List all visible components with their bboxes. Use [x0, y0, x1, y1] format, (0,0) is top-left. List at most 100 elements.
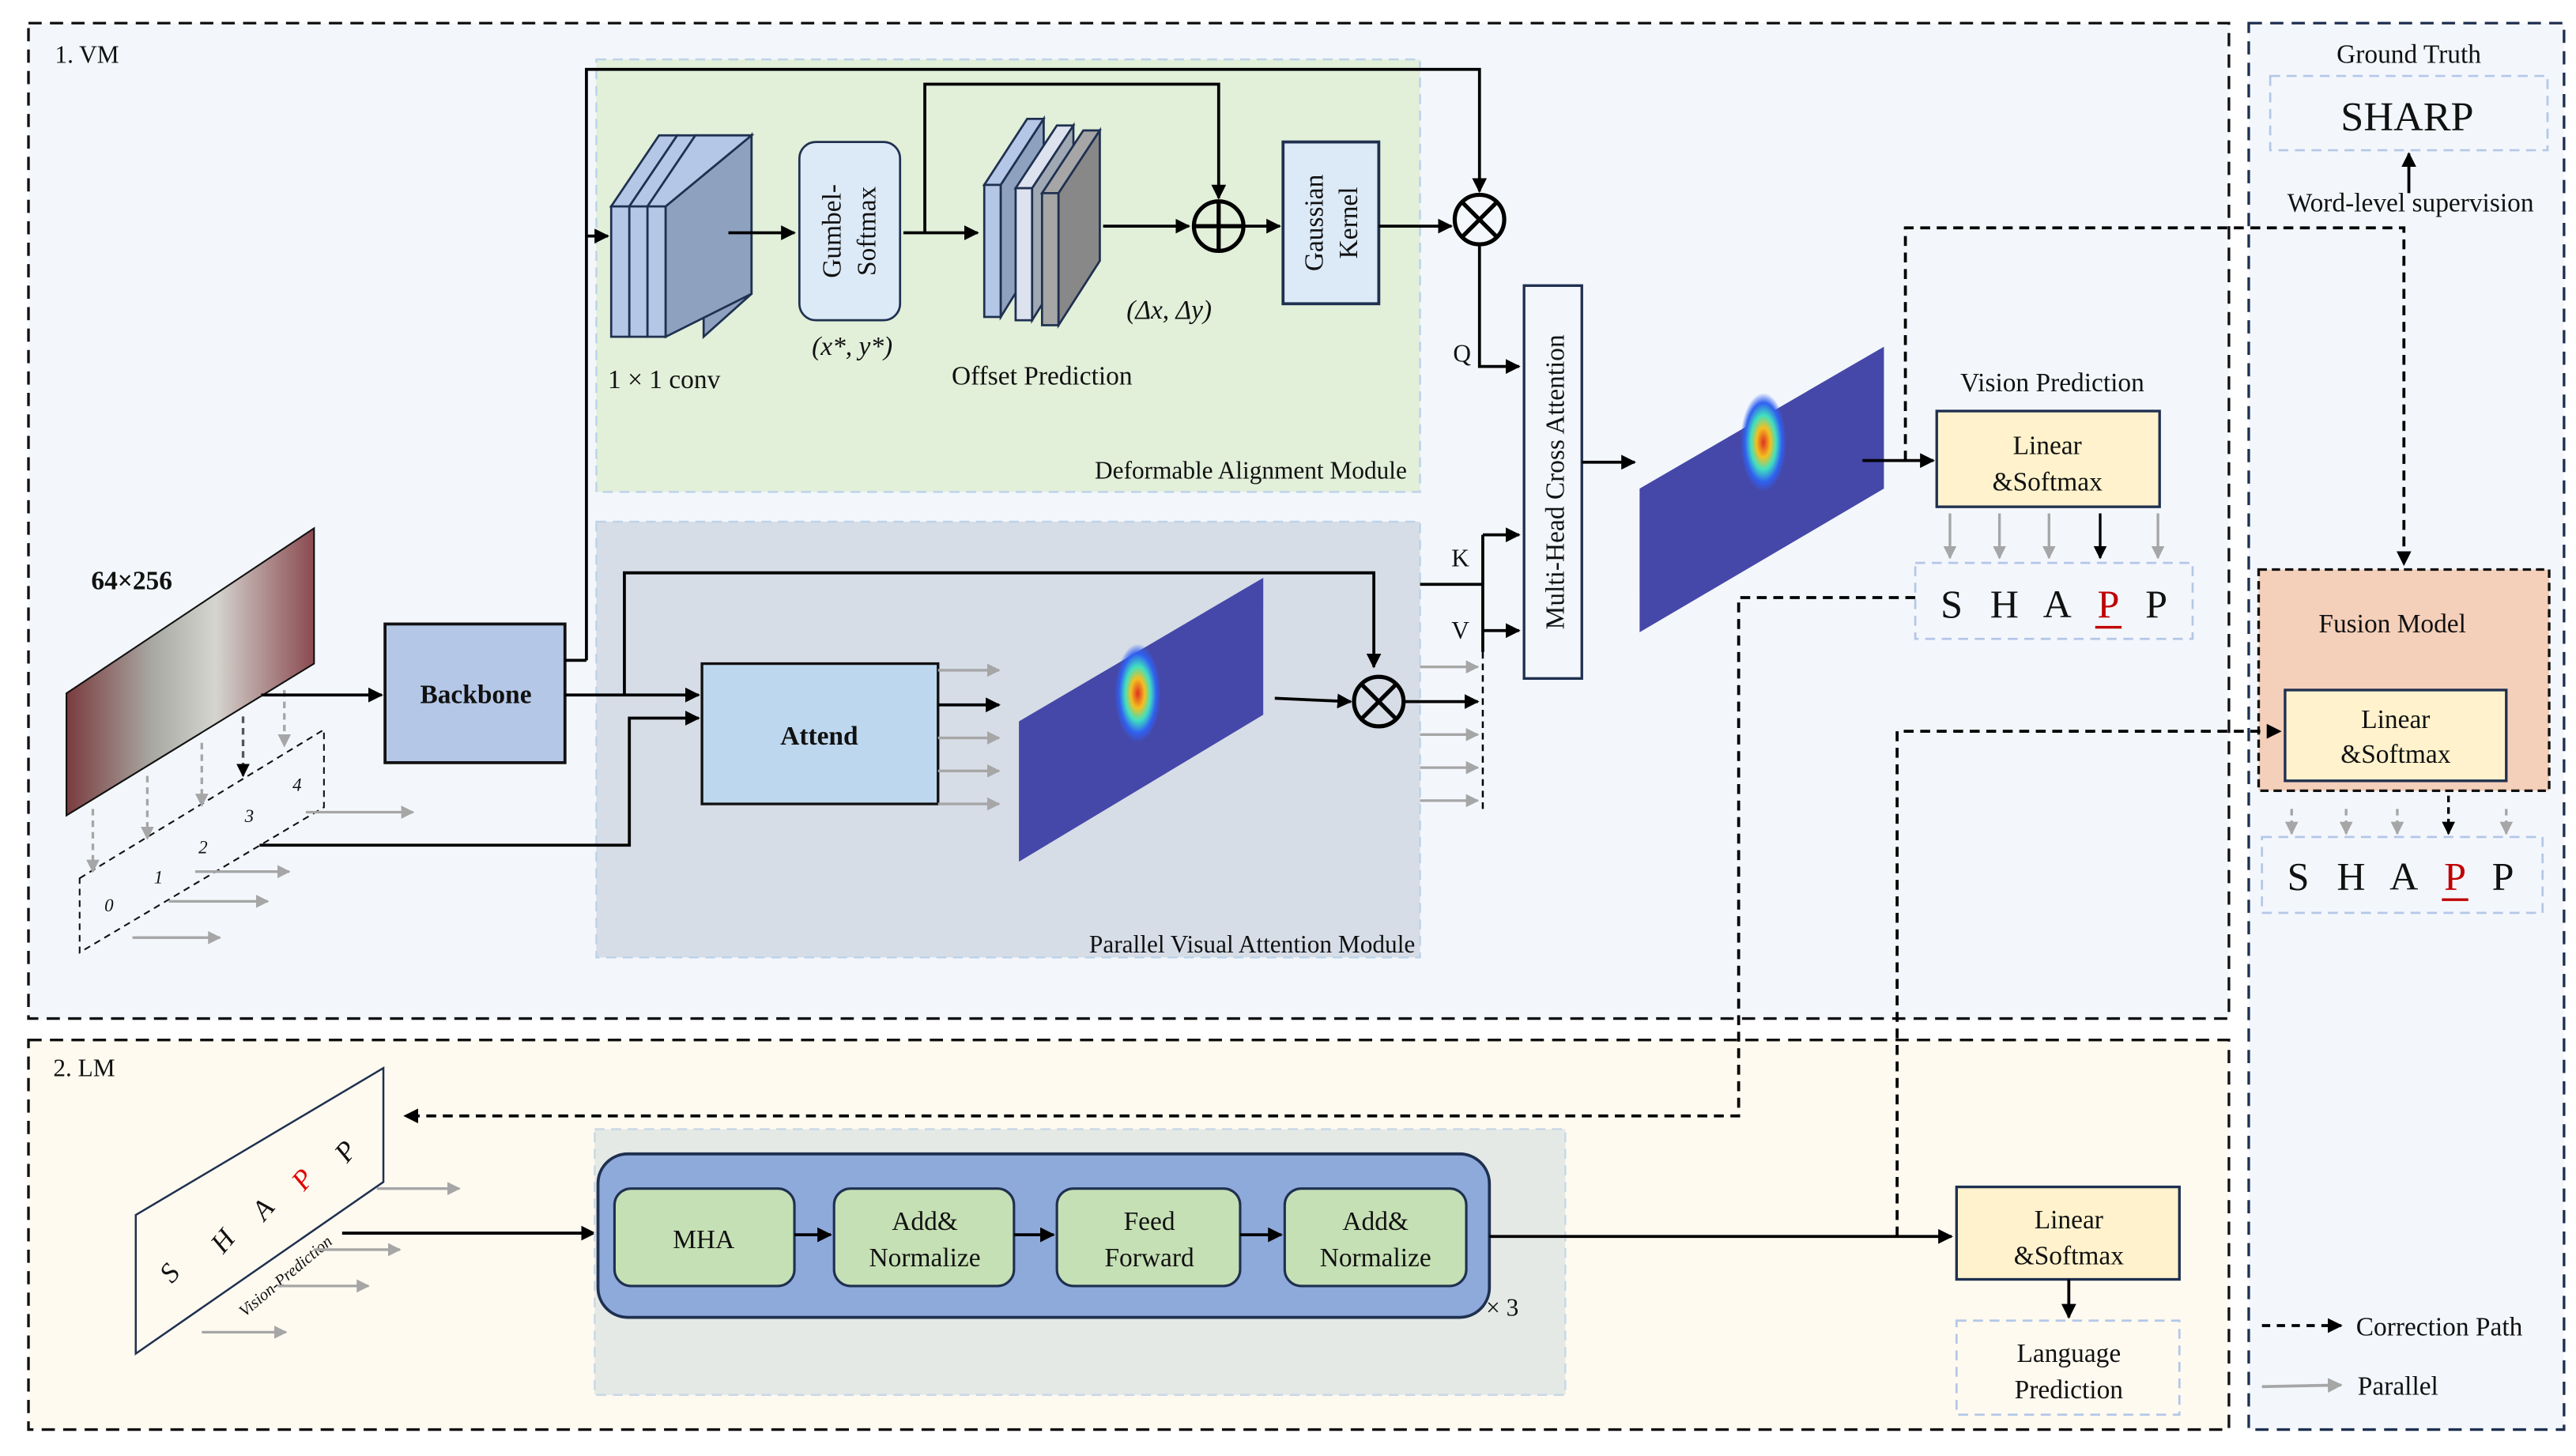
offset-prediction-stack	[982, 115, 1102, 330]
add-operator-icon	[1191, 199, 1246, 254]
encoder-blocks: MHA Add& Normalize Feed Forward Add& Nor…	[613, 1187, 1468, 1288]
vision-char: P	[2145, 582, 2167, 626]
correction-paths	[403, 226, 2412, 1237]
fusion-char: H	[2337, 854, 2365, 899]
conv-1x1-feature-stack	[609, 131, 755, 340]
k-label: K	[1451, 544, 1469, 571]
deformable-module-title: Deformable Alignment Module	[1095, 457, 1407, 485]
ground-truth-word: SHARP	[2340, 94, 2473, 140]
backbone-arrows	[259, 571, 1382, 847]
lm-title: 2. LM	[53, 1054, 115, 1082]
mhca-label: Multi-Head Cross Attention	[1541, 334, 1570, 629]
position-indices: 0 1 2 3 4	[104, 775, 302, 915]
delta-label: (Δx, Δy)	[1126, 296, 1212, 325]
conv-1x1-label: 1 × 1 conv	[608, 365, 721, 394]
attend-label: Attend	[780, 722, 858, 751]
language-linear-label-2: &Softmax	[2014, 1242, 2124, 1271]
vision-linear-label-1: Linear	[2013, 431, 2082, 460]
plane-parallel-arrows	[202, 1182, 461, 1339]
language-prediction-box	[1955, 1319, 2181, 1416]
legend-parallel-label: Parallel	[2358, 1372, 2438, 1401]
position-index-plane	[78, 728, 325, 954]
legend-correction-label: Correction Path	[2356, 1313, 2523, 1342]
input-to-position-arrows	[86, 689, 292, 873]
fusion-char: S	[2287, 854, 2310, 899]
ground-truth-box	[2269, 74, 2549, 152]
attention-map-parallel	[1019, 577, 1264, 862]
legend: Correction Path Parallel	[2261, 1313, 2523, 1401]
input-image	[66, 526, 315, 817]
gumbel-softmax-label-1: Gumbel-	[818, 184, 847, 278]
position-index: 4	[292, 775, 301, 794]
add-normalize-label-1b: Normalize	[869, 1243, 981, 1273]
fusion-char-error: P	[2444, 854, 2466, 899]
vision-linear-softmax-block	[1935, 409, 2161, 508]
vision-char: A	[2043, 582, 2072, 626]
add-normalize-block-2	[1283, 1187, 1468, 1288]
language-prediction-label-1: Language	[2016, 1339, 2121, 1368]
position-index: 0	[104, 896, 114, 915]
offset-prediction-label: Offset Prediction	[952, 362, 1133, 391]
encoder-arrows	[794, 1227, 1953, 1244]
position-parallel-arrows	[132, 805, 415, 945]
gumbel-softmax-block	[798, 141, 902, 322]
attend-block	[700, 662, 940, 805]
fusion-linear-label-2: &Softmax	[2340, 740, 2450, 769]
feed-forward-label-a: Feed	[1124, 1207, 1175, 1236]
language-prediction-label-2: Prediction	[2015, 1375, 2124, 1405]
repeat-label: × 3	[1486, 1293, 1518, 1321]
vision-prediction-title: Vision Prediction	[1960, 368, 2144, 398]
add-normalize-block-1	[832, 1187, 1016, 1288]
vision-char-arrows	[1943, 513, 2165, 560]
fusion-char: P	[2492, 854, 2514, 899]
fusion-prediction-chars: S H A P P	[2287, 854, 2514, 899]
supervision-label: Word-level supervision	[2287, 188, 2534, 217]
add-normalize-label-1a: Add&	[892, 1207, 958, 1236]
vision-linear-label-2: &Softmax	[1993, 467, 2103, 496]
parallel-module-title: Parallel Visual Attention Module	[1089, 930, 1415, 958]
ground-truth-title: Ground Truth	[2337, 40, 2481, 69]
q-label: Q	[1453, 339, 1471, 367]
map-to-multiply-arrow	[1274, 693, 1352, 709]
fusion-char-arrows	[2284, 795, 2514, 836]
deformable-arrows	[585, 67, 1521, 661]
kv-arrows	[1420, 527, 1521, 652]
fusion-char: A	[2389, 854, 2418, 899]
feed-forward-label-b: Forward	[1104, 1243, 1194, 1273]
vision-prediction-chars: S H A P P	[1940, 582, 2167, 626]
fusion-prediction-box	[2261, 836, 2544, 915]
add-normalize-label-2a: Add&	[1342, 1207, 1409, 1236]
backbone-block	[383, 622, 567, 764]
parallel-visual-attention-module	[595, 520, 1421, 959]
parallel-output-arrows	[1420, 660, 1480, 808]
vision-char: H	[1990, 582, 2019, 626]
position-index: 3	[244, 806, 254, 826]
v-label: V	[1451, 617, 1469, 644]
gaussian-kernel-label-2: Kernel	[1334, 187, 1363, 258]
legend-parallel-swatch	[2261, 1378, 2343, 1393]
attend-output-arrows	[937, 663, 1001, 811]
multi-head-cross-attention-block	[1522, 284, 1583, 681]
gumbel-softmax-label-2: Softmax	[852, 186, 881, 275]
backbone-label: Backbone	[420, 681, 531, 710]
vision-prediction-plane	[134, 1066, 385, 1356]
mha-block	[613, 1187, 796, 1288]
position-index: 1	[154, 867, 163, 887]
fusion-model-title: Fusion Model	[2318, 609, 2466, 639]
gaussian-kernel-label-1: Gaussian	[1299, 174, 1329, 271]
gaussian-kernel-block	[1281, 140, 1381, 306]
coords-label: (x*, y*)	[812, 332, 892, 361]
fusion-linear-softmax-block	[2284, 688, 2508, 783]
position-index: 2	[198, 838, 207, 858]
vision-prediction-box	[1914, 561, 2194, 640]
attention-map-refined	[1639, 346, 1884, 632]
mha-label: MHA	[673, 1225, 734, 1254]
vision-char-error: P	[2098, 582, 2120, 626]
feed-forward-block	[1055, 1187, 1242, 1288]
add-normalize-label-2b: Normalize	[1320, 1243, 1431, 1273]
vm-title: 1. VM	[55, 40, 119, 68]
input-size-label: 64×256	[91, 567, 172, 596]
vision-char: S	[1940, 582, 1963, 626]
fusion-linear-label-1: Linear	[2361, 705, 2430, 734]
